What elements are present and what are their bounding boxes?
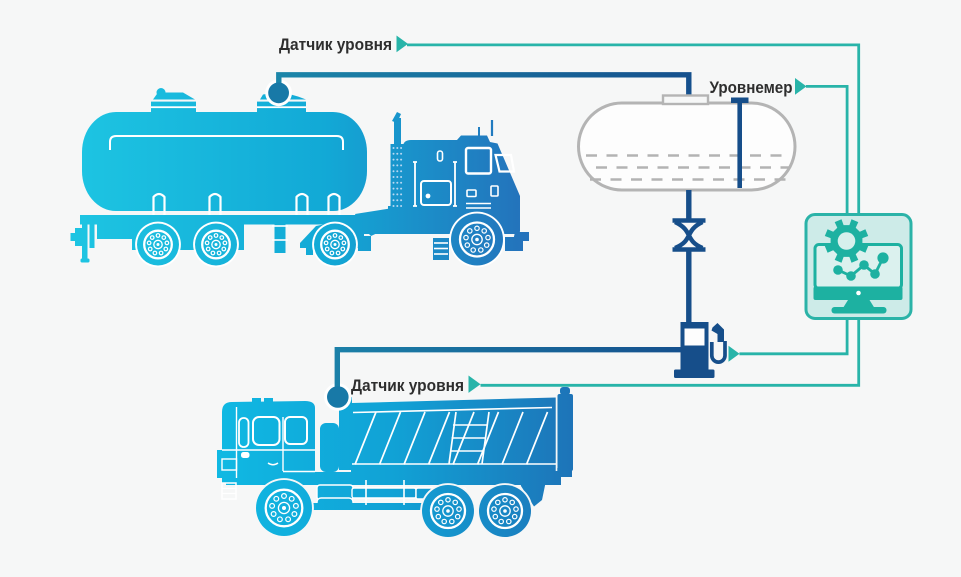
svg-text:Датчик уровня: Датчик уровня: [279, 35, 392, 54]
svg-text:Датчик уровня: Датчик уровня: [351, 376, 464, 395]
svg-text:Уровнемер: Уровнемер: [710, 78, 793, 97]
